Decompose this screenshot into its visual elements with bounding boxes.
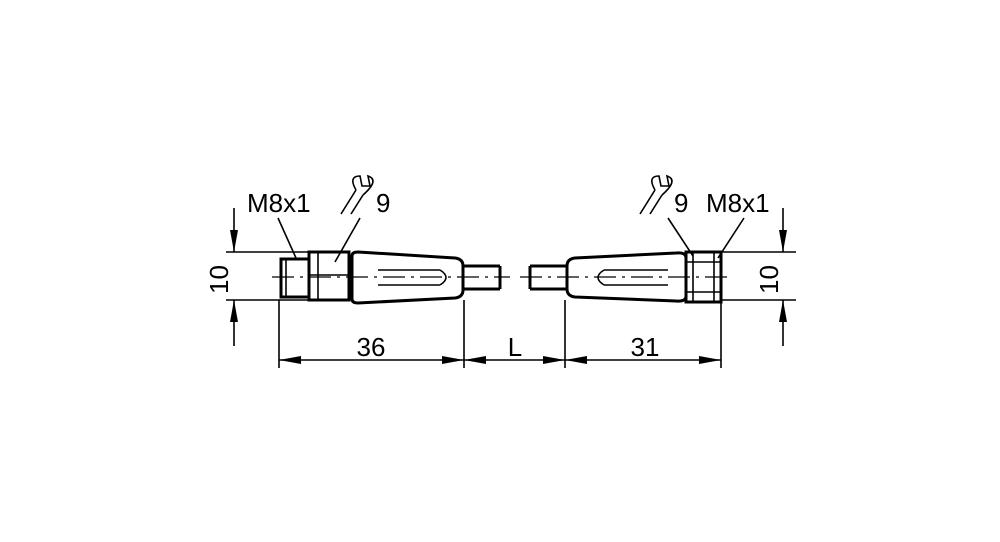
cable-length-label: L <box>508 332 522 362</box>
left-connector <box>272 250 510 305</box>
right-length-label: 31 <box>631 332 660 362</box>
left-annotations: M8x1 9 <box>247 174 390 263</box>
left-hex-nut <box>307 250 351 302</box>
left-thread-label: M8x1 <box>247 188 311 218</box>
right-wrench-icon <box>639 174 673 215</box>
right-annotations: 9 M8x1 <box>639 174 770 259</box>
left-diameter-label: 10 <box>204 265 234 294</box>
right-thread-label: M8x1 <box>706 188 770 218</box>
right-wrench-size: 9 <box>674 188 688 218</box>
right-diameter-label: 10 <box>754 265 784 294</box>
right-connector <box>520 250 730 304</box>
left-wrench-icon <box>340 174 374 215</box>
left-diameter-dimension: 10 <box>204 208 308 346</box>
length-dimensions: 36 L 31 <box>278 300 722 368</box>
left-wrench-size: 9 <box>376 188 390 218</box>
right-diameter-dimension: 10 <box>722 208 796 346</box>
left-length-label: 36 <box>357 332 386 362</box>
